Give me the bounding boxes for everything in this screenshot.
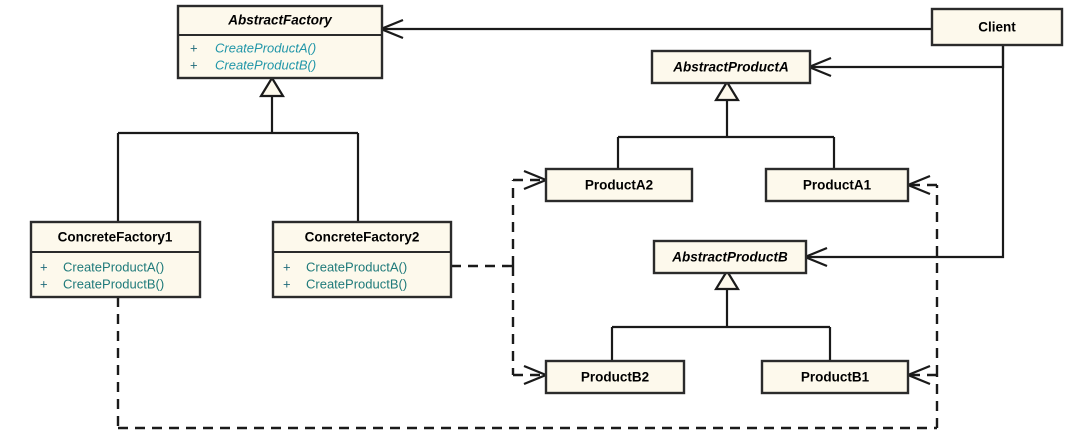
- class-product-b2[interactable]: ProductB2: [544, 359, 686, 395]
- dependency-factory1-products: [116, 174, 939, 430]
- class-abstract-product-b[interactable]: AbstractProductB: [652, 239, 808, 275]
- class-title-client: Client: [978, 20, 1016, 35]
- method-create-product-a: CreateProductA(): [63, 259, 164, 274]
- visibility-marker: +: [283, 259, 291, 274]
- class-abstract-factory[interactable]: AbstractFactory + CreateProductA() + Cre…: [176, 4, 384, 80]
- class-abstract-product-a[interactable]: AbstractProductA: [650, 49, 812, 85]
- class-title-abstract-factory: AbstractFactory: [227, 13, 333, 28]
- dependency-factory2-products: [451, 169, 549, 386]
- method-create-product-b: CreateProductB(): [306, 276, 407, 291]
- class-concrete-factory-1[interactable]: ConcreteFactory1 + CreateProductA() + Cr…: [29, 220, 202, 299]
- class-product-a2[interactable]: ProductA2: [544, 167, 694, 203]
- association-client-abstractproducta: [806, 45, 1005, 78]
- method-create-product-a: CreateProductA(): [215, 40, 316, 55]
- connector-layer: [116, 18, 1005, 430]
- generalization-productb: [610, 268, 832, 361]
- class-title-product-a1: ProductA1: [803, 178, 872, 193]
- class-title-abstract-product-b: AbstractProductB: [671, 250, 788, 265]
- class-title-abstract-product-a: AbstractProductA: [672, 60, 789, 75]
- method-create-product-a: CreateProductA(): [306, 259, 407, 274]
- association-client-abstractfactory: [378, 18, 932, 40]
- class-title-concrete-factory-2: ConcreteFactory2: [305, 230, 420, 245]
- class-product-a1[interactable]: ProductA1: [764, 167, 910, 203]
- generalization-factories: [116, 75, 360, 222]
- class-title-concrete-factory-1: ConcreteFactory1: [58, 230, 173, 245]
- class-title-product-a2: ProductA2: [585, 178, 653, 193]
- method-create-product-b: CreateProductB(): [215, 57, 316, 72]
- visibility-marker: +: [40, 276, 48, 291]
- class-title-product-b1: ProductB1: [801, 370, 870, 385]
- visibility-marker: +: [190, 40, 198, 55]
- visibility-marker: +: [283, 276, 291, 291]
- method-create-product-b: CreateProductB(): [63, 276, 164, 291]
- visibility-marker: +: [40, 259, 48, 274]
- class-title-product-b2: ProductB2: [581, 370, 649, 385]
- class-concrete-factory-2[interactable]: ConcreteFactory2 + CreateProductA() + Cr…: [271, 220, 453, 299]
- generalization-producta: [616, 79, 836, 169]
- visibility-marker: +: [190, 57, 198, 72]
- class-client[interactable]: Client: [930, 7, 1064, 47]
- class-product-b1[interactable]: ProductB1: [760, 359, 910, 395]
